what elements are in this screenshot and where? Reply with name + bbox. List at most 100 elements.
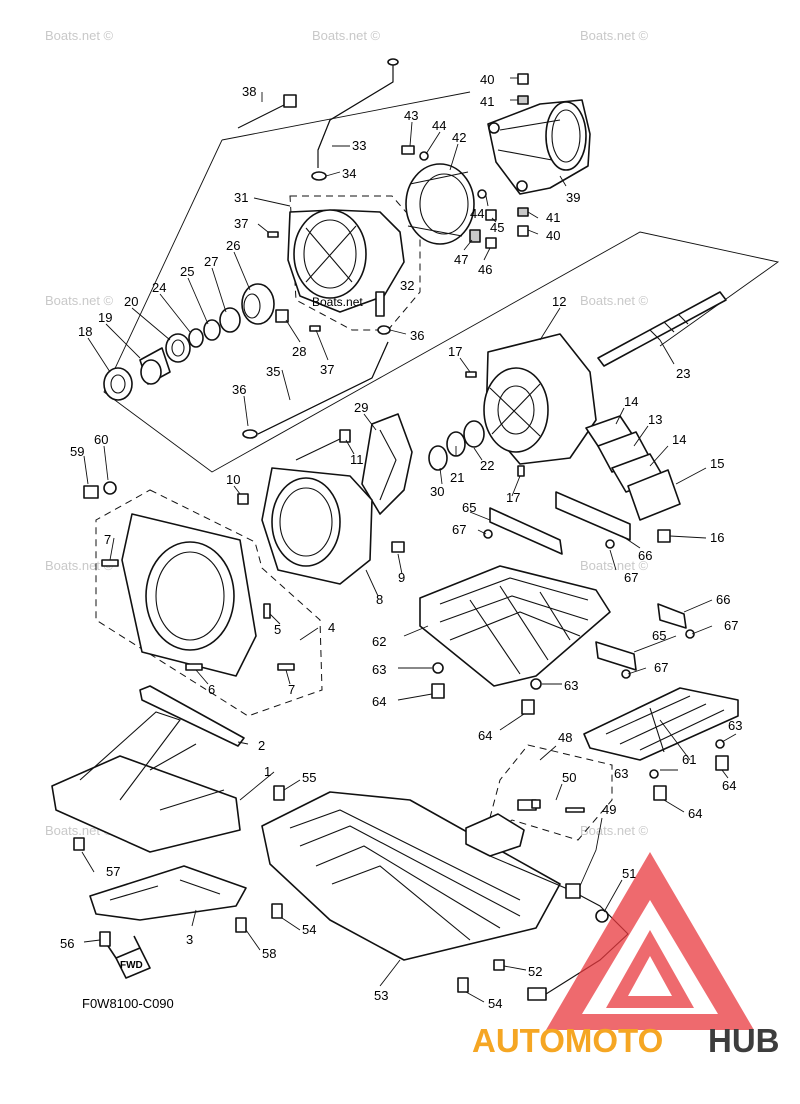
callout-38: 38 bbox=[242, 84, 256, 99]
callout-54-left: 54 bbox=[302, 922, 316, 937]
bolt-54-bottom bbox=[457, 977, 469, 993]
o-ring-27 bbox=[219, 307, 241, 333]
callout-7-top: 7 bbox=[104, 532, 111, 547]
callout-55: 55 bbox=[302, 770, 316, 785]
callout-8: 8 bbox=[376, 592, 383, 607]
callout-61: 61 bbox=[682, 752, 696, 767]
group-48-box bbox=[483, 744, 613, 842]
intake-duct-4 bbox=[121, 513, 257, 677]
watermark: Boats.net © bbox=[312, 28, 381, 43]
callout-23: 23 bbox=[676, 366, 690, 381]
callout-16: 16 bbox=[710, 530, 724, 545]
callout-42: 42 bbox=[452, 130, 466, 145]
pin-7-bottom bbox=[277, 663, 295, 671]
collar-41-bottom bbox=[517, 207, 529, 217]
bolt-64-c bbox=[653, 785, 667, 801]
drive-shaft-23 bbox=[597, 291, 727, 367]
impeller-housing-12 bbox=[483, 333, 597, 465]
callout-50: 50 bbox=[562, 770, 576, 785]
bolt-57 bbox=[73, 837, 85, 851]
washer-67-c bbox=[685, 629, 695, 639]
bolt-54-left bbox=[271, 903, 283, 919]
callout-65-top: 65 bbox=[462, 500, 476, 515]
callout-7-bottom: 7 bbox=[288, 682, 295, 697]
clamp-36-top bbox=[377, 325, 391, 335]
ring-25 bbox=[203, 319, 221, 341]
bearing-20 bbox=[165, 333, 191, 363]
speed-sensor-48 bbox=[465, 799, 537, 857]
pin-10 bbox=[237, 493, 249, 505]
bolt-38 bbox=[237, 94, 297, 129]
callout-1: 1 bbox=[264, 764, 271, 779]
bolt-28 bbox=[275, 309, 289, 323]
fwd-arrow: FWD bbox=[107, 935, 151, 979]
bolt-50-b bbox=[565, 807, 585, 813]
steering-ring-42 bbox=[405, 163, 475, 245]
callout-25: 25 bbox=[180, 264, 194, 279]
callout-34: 34 bbox=[342, 166, 356, 181]
plate-61 bbox=[583, 687, 739, 761]
callout-54-bottom: 54 bbox=[488, 996, 502, 1011]
callout-41-bottom: 41 bbox=[546, 210, 560, 225]
callout-40-top: 40 bbox=[480, 72, 494, 87]
rail-2 bbox=[139, 685, 245, 747]
pin-17-bottom bbox=[517, 465, 525, 477]
callout-63-d: 63 bbox=[728, 718, 742, 733]
callout-37-bottom: 37 bbox=[320, 362, 334, 377]
bolt-46 bbox=[485, 237, 497, 249]
ride-plate-62 bbox=[419, 565, 611, 687]
callout-17-bottom: 17 bbox=[506, 490, 520, 505]
callout-36-top: 36 bbox=[410, 328, 424, 343]
bracket-65-right bbox=[595, 641, 637, 671]
callout-64-a: 64 bbox=[372, 694, 386, 709]
callout-22: 22 bbox=[480, 458, 494, 473]
callout-18: 18 bbox=[78, 324, 92, 339]
bolt-16 bbox=[657, 529, 671, 543]
washer-60 bbox=[103, 481, 117, 495]
collar-41-top bbox=[517, 95, 529, 105]
bolt-56 bbox=[99, 931, 111, 947]
triangle-inner-icon bbox=[606, 930, 694, 1008]
callout-44-bottom: 44 bbox=[470, 206, 484, 221]
pin-52 bbox=[493, 959, 505, 971]
bolt-55 bbox=[273, 785, 285, 801]
bolt-64-d bbox=[715, 755, 729, 771]
callout-49: 49 bbox=[602, 802, 616, 817]
callout-67-c: 67 bbox=[724, 618, 738, 633]
callout-62: 62 bbox=[372, 634, 386, 649]
liner-8 bbox=[261, 467, 373, 585]
watermark: Boats.net © bbox=[45, 28, 114, 43]
leader-lines bbox=[81, 77, 737, 1003]
callout-63-a: 63 bbox=[372, 662, 386, 677]
callout-19: 19 bbox=[98, 310, 112, 325]
callout-14-bottom: 14 bbox=[672, 432, 686, 447]
callout-58: 58 bbox=[262, 946, 276, 961]
bolt-45 bbox=[485, 209, 497, 221]
callout-43: 43 bbox=[404, 108, 418, 123]
pin-7-top bbox=[101, 559, 119, 567]
callout-40-bottom: 40 bbox=[546, 228, 560, 243]
callout-9: 9 bbox=[398, 570, 405, 585]
callout-29: 29 bbox=[354, 400, 368, 415]
pin-37-top bbox=[267, 231, 279, 238]
fwd-label: FWD bbox=[120, 960, 143, 971]
callout-33: 33 bbox=[352, 138, 366, 153]
bolt-64-b bbox=[521, 699, 535, 715]
bolt-64-a bbox=[431, 683, 445, 699]
callout-63-b: 63 bbox=[564, 678, 578, 693]
callout-11: 11 bbox=[350, 452, 364, 467]
callout-32: 32 bbox=[400, 278, 414, 293]
callout-37-top: 37 bbox=[234, 216, 248, 231]
callout-46: 46 bbox=[478, 262, 492, 277]
callout-64-c: 64 bbox=[688, 806, 702, 821]
bracket-66-top bbox=[555, 491, 631, 541]
washer-63-c bbox=[649, 769, 659, 779]
nut-59 bbox=[83, 485, 99, 499]
inline-watermark: Boats.net bbox=[312, 295, 363, 309]
callout-12: 12 bbox=[552, 294, 566, 309]
engine-mount-1 bbox=[51, 711, 241, 853]
diagram-code: F0W8100-C090 bbox=[82, 996, 174, 1011]
spacer-19 bbox=[139, 347, 171, 385]
bracket-65-top bbox=[489, 507, 563, 555]
watermark: Boats.net © bbox=[580, 28, 649, 43]
